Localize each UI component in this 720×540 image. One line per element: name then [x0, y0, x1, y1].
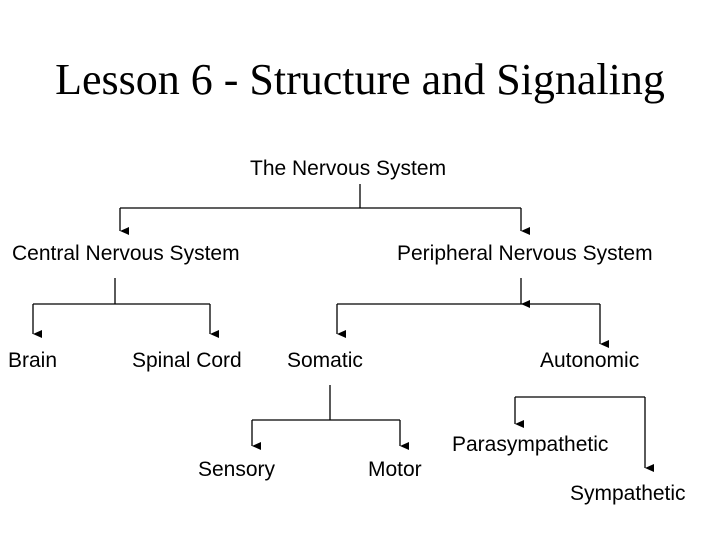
slide-title: Lesson 6 - Structure and Signaling [55, 55, 665, 104]
node-peripheral-nervous-system: Peripheral Nervous System [397, 242, 653, 265]
connector-somatic [251, 385, 409, 450]
node-somatic: Somatic [287, 349, 363, 372]
node-sensory: Sensory [198, 458, 276, 481]
connector-peripheral [336, 278, 609, 348]
node-spinal-cord: Spinal Cord [132, 349, 242, 372]
node-sympathetic: Sympathetic [570, 482, 686, 505]
node-motor: Motor [368, 458, 422, 481]
node-central-nervous-system: Central Nervous System [12, 242, 240, 265]
connector-root [119, 184, 530, 235]
node-parasympathetic: Parasympathetic [452, 433, 609, 456]
connector-autonomic [514, 396, 654, 472]
node-brain: Brain [8, 349, 58, 372]
node-autonomic: Autonomic [540, 349, 640, 372]
node-root: The Nervous System [250, 157, 447, 180]
connector-central [32, 278, 219, 338]
